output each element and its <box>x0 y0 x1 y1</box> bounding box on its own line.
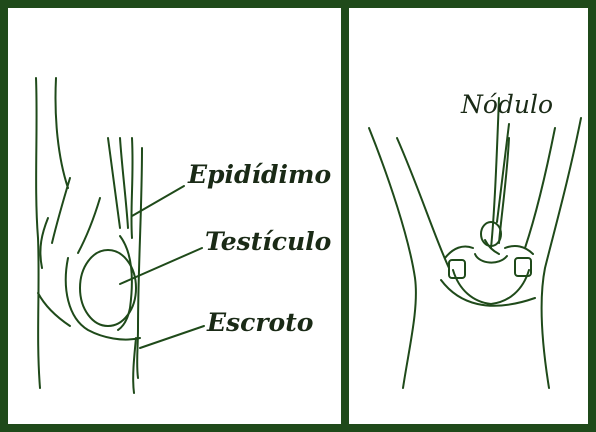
leader-escroto <box>140 326 204 348</box>
label-testiculo: Testículo <box>205 227 331 256</box>
finger-left <box>445 246 473 258</box>
cord-line-3 <box>131 138 132 238</box>
label-nodulo: Nódulo <box>461 90 553 119</box>
thigh-right-outer <box>542 118 581 388</box>
shaft-right <box>137 148 142 378</box>
exam-drawing <box>349 8 588 424</box>
thigh-lower <box>133 338 136 393</box>
cord-line-2 <box>120 138 128 228</box>
testicle-center <box>475 254 507 263</box>
leg-line-left <box>40 218 48 268</box>
leader-epididimo <box>132 186 184 216</box>
cord-line-1 <box>108 138 120 228</box>
anatomy-drawing <box>8 8 341 424</box>
left-panel-anatomy: Epidídimo Testículo Escroto <box>8 8 341 424</box>
thigh-left-inner <box>397 138 449 268</box>
label-epididimo: Epidídimo <box>188 160 331 189</box>
leg-line-mid <box>52 178 70 243</box>
thumb-left <box>449 260 465 278</box>
scrotum-bottom <box>38 293 70 326</box>
scrotum-outline <box>66 258 140 340</box>
panel-divider <box>341 0 349 432</box>
thigh-right-inner <box>525 128 555 248</box>
label-escroto: Escroto <box>207 308 313 337</box>
right-panel-exam: Nódulo <box>349 8 588 424</box>
finger-right <box>505 246 533 254</box>
leader-testiculo <box>120 248 202 284</box>
fold-line <box>78 198 100 253</box>
hand-bottom <box>441 280 535 306</box>
thigh-outline-left <box>36 78 40 388</box>
thigh-outline-inner <box>56 78 69 188</box>
